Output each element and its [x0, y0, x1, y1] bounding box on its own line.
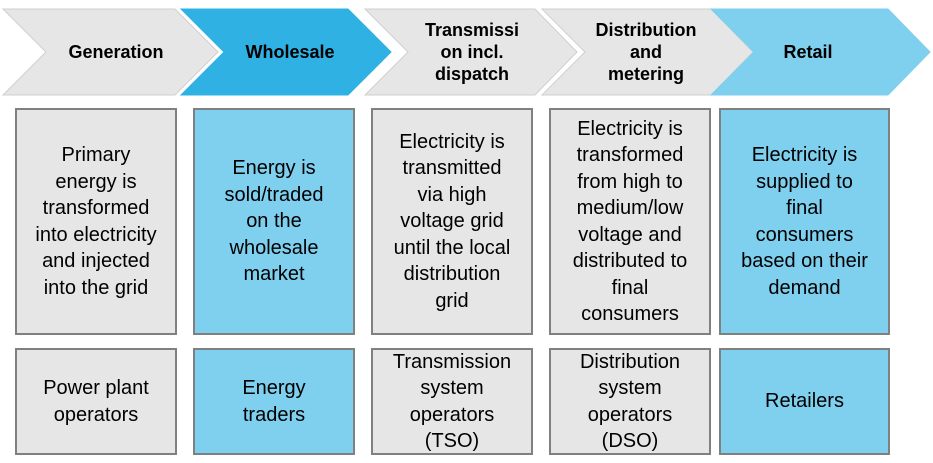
actor-box-distribution: Distribution system operators (DSO): [549, 348, 711, 455]
role-box-transmission: Electricity is transmitted via high volt…: [371, 108, 533, 335]
actor-box-transmission: Transmission system operators (TSO): [371, 348, 533, 455]
stage-title-distribution: Distribution and metering: [595, 20, 697, 84]
chevron-generation: [1, 8, 219, 96]
role-box-retail: Electricity is supplied to final consume…: [719, 108, 890, 335]
actor-box-generation: Power plant operators: [15, 348, 177, 455]
role-box-distribution: Electricity is transformed from high to …: [549, 108, 711, 335]
stage-title-retail: Retail: [783, 42, 833, 62]
stage-title-generation: Generation: [68, 42, 164, 62]
stage-title-wholesale: Wholesale: [245, 42, 335, 62]
actor-box-retail: Retailers: [719, 348, 890, 455]
value-chain-chevrons: [1, 8, 931, 96]
chevron-wholesale: [179, 8, 392, 96]
role-box-wholesale: Energy is sold/traded on the wholesale m…: [193, 108, 355, 335]
chevron-retail: [709, 8, 931, 96]
stage-title-transmission: Transmissi on incl. dispatch: [424, 20, 520, 84]
chevron-transmission: [363, 8, 578, 96]
role-box-generation: Primary energy is transformed into elect…: [15, 108, 177, 335]
actor-box-wholesale: Energy traders: [193, 348, 355, 455]
